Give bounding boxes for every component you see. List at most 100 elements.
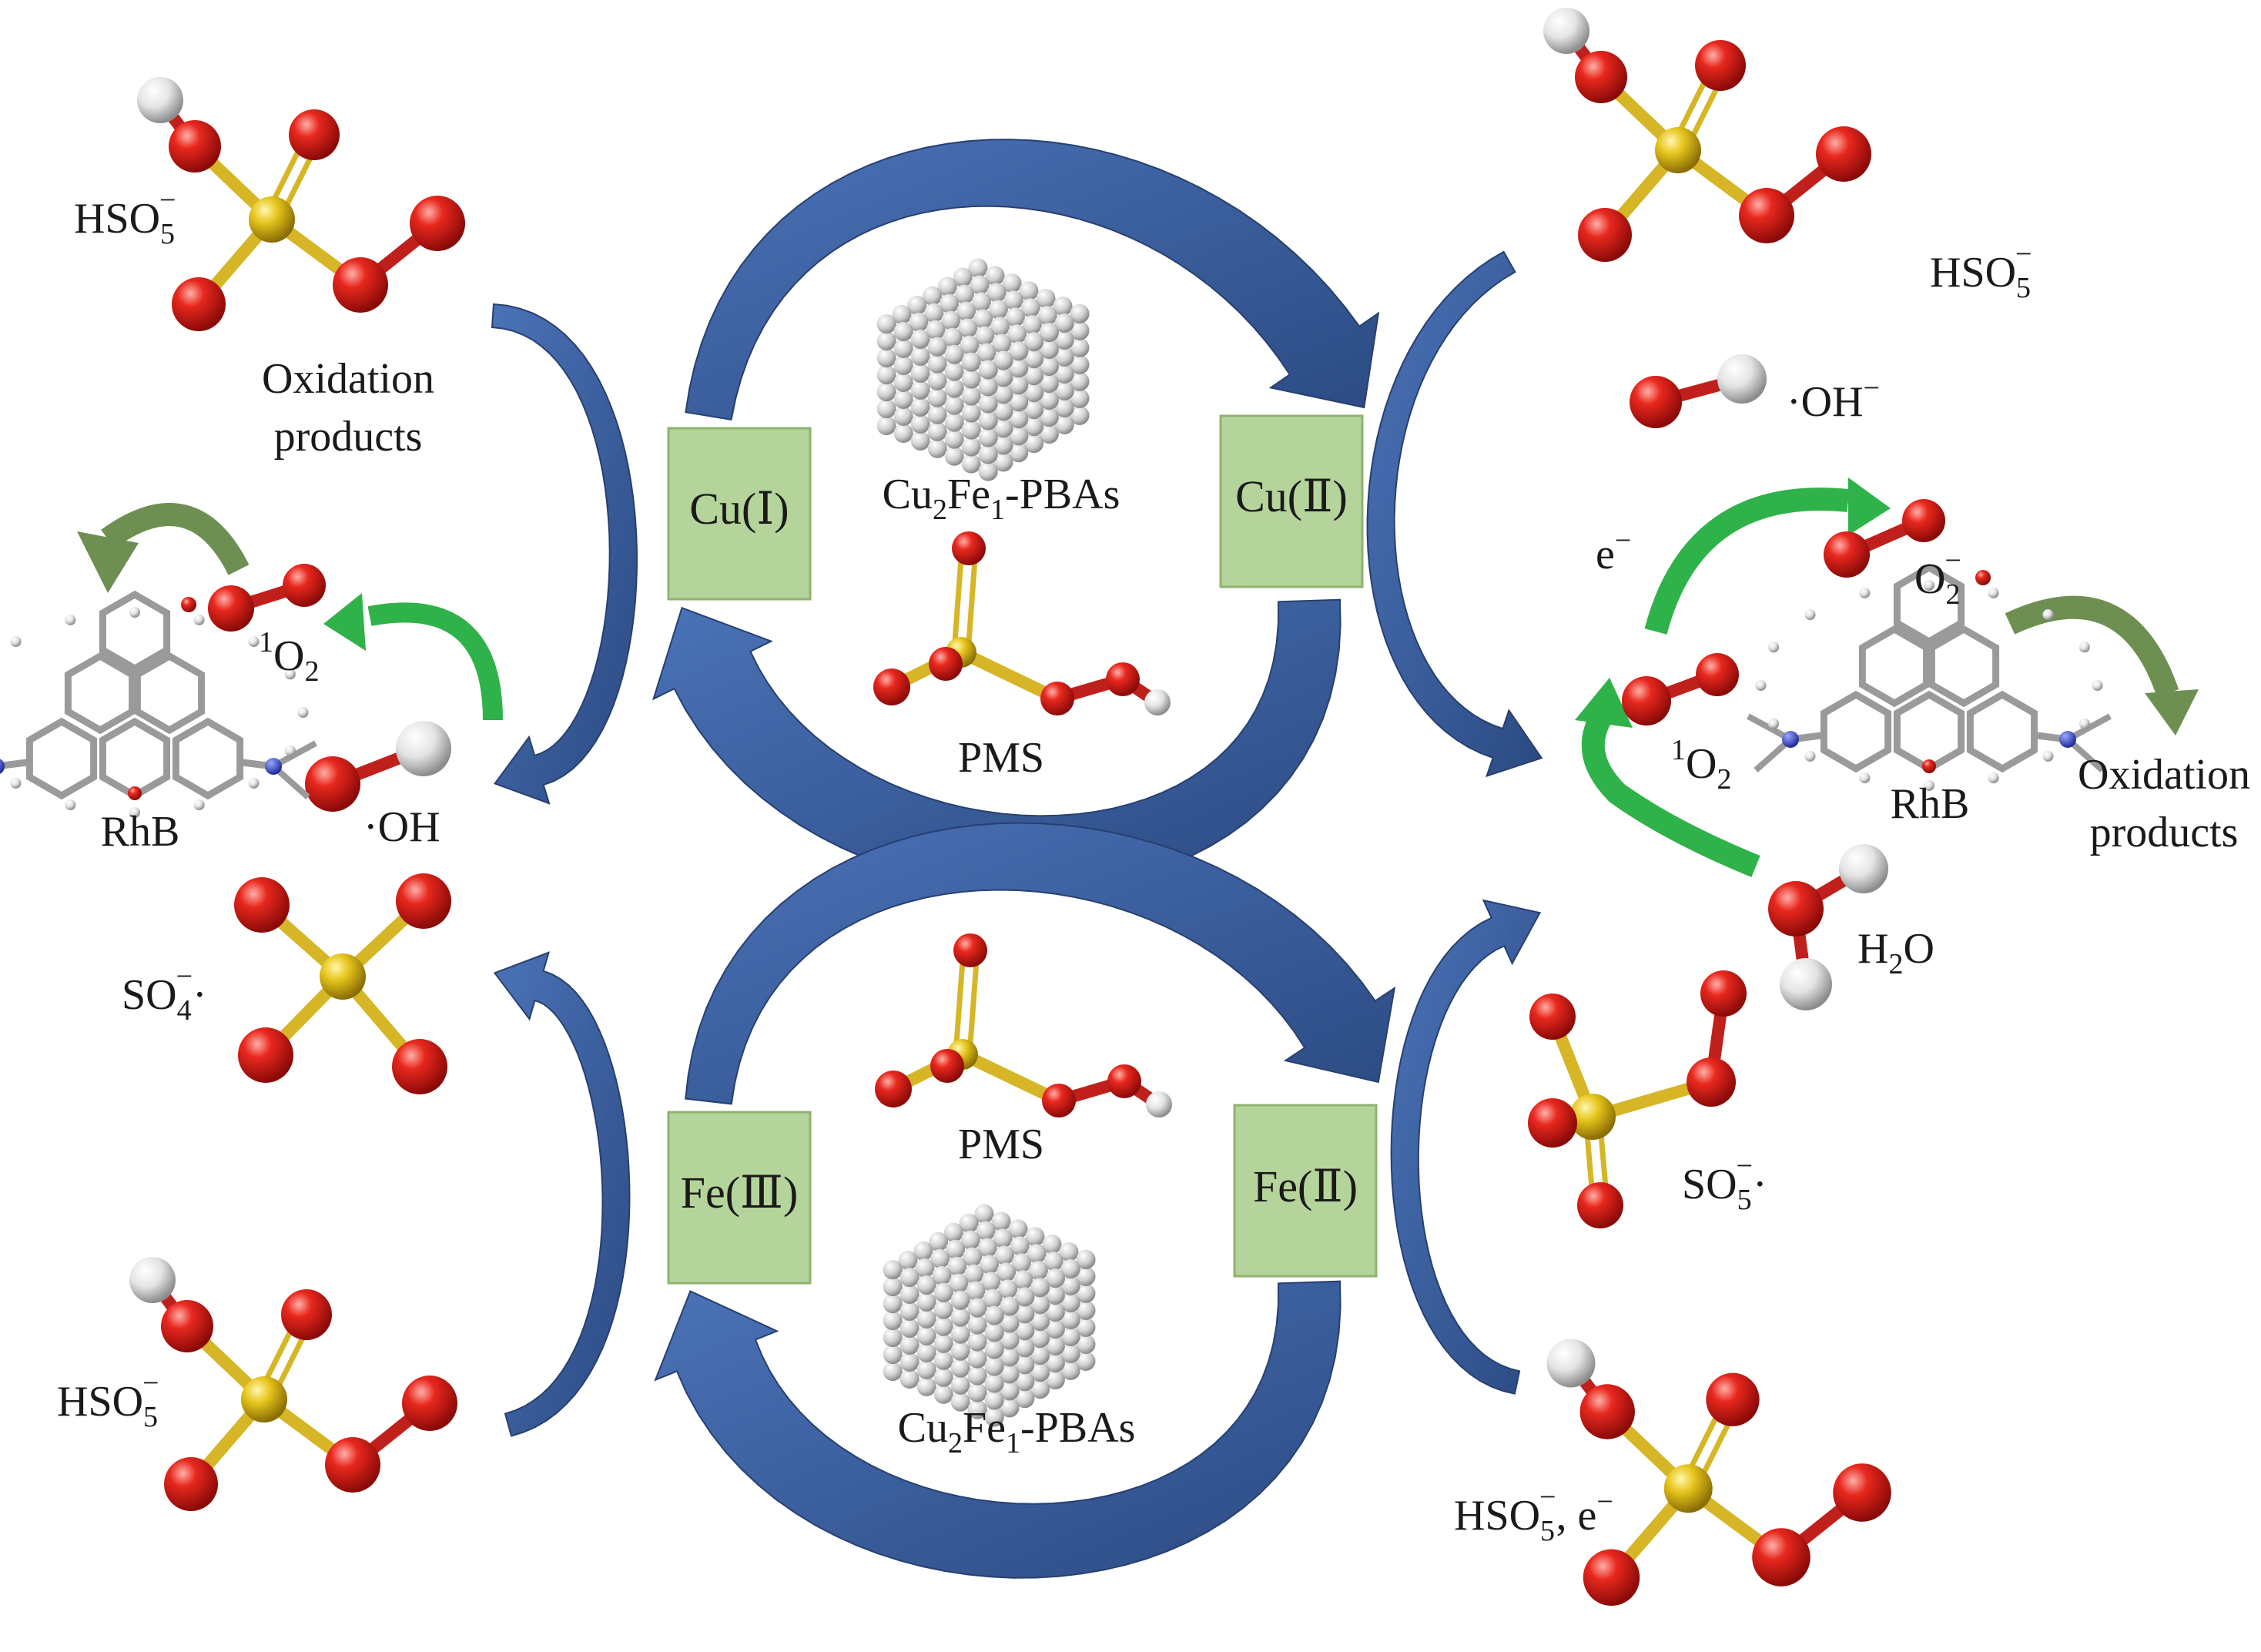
hydrogen-atom	[137, 77, 183, 123]
lattice-sphere	[1027, 1244, 1047, 1264]
lattice-sphere	[944, 378, 964, 398]
oxygen-atom	[1824, 531, 1870, 578]
lattice-sphere	[883, 1362, 903, 1382]
lattice-sphere	[1039, 390, 1059, 410]
arrow-1o2-to-rhb-left-head	[77, 531, 139, 593]
oxygen-atom	[333, 257, 388, 313]
lattice-sphere	[1005, 307, 1025, 327]
oxygen-atom	[1042, 1084, 1076, 1118]
hydrogen-atom	[1924, 780, 1934, 791]
lattice-sphere	[967, 1349, 987, 1369]
hydrogen-atom	[65, 799, 76, 811]
lattice-sphere	[933, 1299, 953, 1319]
hydrogen-atom	[1546, 1339, 1596, 1388]
lattice-sphere	[1024, 349, 1044, 369]
cu2-label: Cu(Ⅱ)	[1235, 471, 1348, 521]
lattice-sphere	[1009, 375, 1029, 395]
hso5-label-left-bottom: HSO5−	[57, 1367, 159, 1433]
cu1-label: Cu(Ⅰ)	[689, 484, 789, 534]
lattice-sphere	[1009, 392, 1029, 412]
lattice-sphere	[1053, 297, 1073, 316]
oxygen-atom	[929, 647, 963, 681]
lattice-sphere	[1024, 434, 1044, 454]
lattice-sphere	[976, 1221, 996, 1241]
lattice-sphere	[876, 382, 896, 402]
lattice-sphere	[1024, 400, 1044, 420]
lattice-sphere	[1070, 320, 1090, 340]
lattice-sphere	[1060, 1361, 1080, 1380]
nitrogen-atom	[0, 759, 5, 774]
carbon-ring	[1893, 690, 1965, 773]
lattice-sphere	[1024, 366, 1044, 386]
lattice-sphere	[1000, 1398, 1020, 1418]
pms-molecule-top	[873, 531, 1171, 715]
oxygen-atom	[1833, 1463, 1891, 1522]
lattice-sphere	[1070, 405, 1090, 425]
rhb-molecule-left	[0, 590, 317, 818]
singlet-oxygen-molecule-right	[1622, 653, 1739, 725]
lattice-sphere	[916, 1292, 936, 1312]
lattice-sphere	[944, 412, 964, 432]
lattice-sphere	[970, 275, 990, 295]
lattice-sphere	[1002, 273, 1022, 293]
oxygen-atom	[1816, 126, 1871, 182]
lattice-sphere	[967, 1382, 987, 1402]
singlet-oxygen-label-left: 1O2	[259, 626, 319, 688]
lattice-sphere	[1019, 281, 1039, 301]
lattice-sphere	[883, 1277, 903, 1297]
lattice-sphere	[967, 1298, 987, 1318]
lattice-sphere	[893, 424, 913, 443]
lattice-sphere	[961, 403, 981, 423]
singlet-oxygen-label-right: 1O2	[1671, 734, 1731, 796]
oxygen-atom	[325, 1437, 380, 1493]
hydrogen-atom	[2042, 609, 2054, 621]
hydrogen-atom	[1804, 609, 1816, 621]
carbon-ring	[25, 717, 98, 800]
oxygen-atom	[1706, 1372, 1760, 1426]
oxygen-atom	[1739, 188, 1794, 243]
water-molecule-right	[1768, 844, 1888, 1010]
catalyst-cube-top	[876, 258, 1090, 481]
hso5-molecule-left-bottom	[129, 1257, 457, 1511]
lattice-sphere	[1013, 1270, 1033, 1290]
lattice-sphere	[893, 373, 913, 392]
bond	[956, 1048, 1065, 1107]
lattice-sphere	[1009, 341, 1029, 361]
arrow-cu1-to-cu2	[685, 139, 1380, 421]
pms-label-top: PMS	[958, 734, 1044, 782]
lattice-sphere	[1030, 1345, 1050, 1365]
lattice-sphere	[967, 1365, 987, 1386]
lattice-sphere	[927, 421, 947, 441]
nitrogen-atom	[2059, 731, 2076, 748]
lattice-sphere	[984, 1407, 1004, 1427]
lattice-sphere	[1000, 1381, 1020, 1401]
lattice-sphere	[910, 431, 930, 451]
arrow-right-hso5-to-1o2	[1366, 250, 1543, 778]
oxygen-atom	[1752, 1528, 1810, 1587]
lattice-sphere	[1009, 426, 1029, 446]
lattice-sphere	[1060, 1293, 1080, 1312]
hydrogen-atom	[10, 777, 22, 789]
oxygen-atom	[234, 877, 290, 933]
lattice-sphere	[1030, 1278, 1050, 1298]
lattice-sphere	[893, 390, 913, 409]
hydrogen-atom	[1768, 642, 1780, 653]
oxygen-atom	[1700, 970, 1747, 1017]
lattice-sphere	[933, 1333, 953, 1353]
carbon-ring	[99, 717, 171, 800]
lattice-sphere	[973, 309, 993, 329]
catalyst-label-top: Cu2Fe1-PBAs	[883, 471, 1120, 526]
carbon-ring	[1966, 690, 2038, 773]
oxygen-atom	[1622, 676, 1671, 725]
arrow-h2o-to-1o2-shaft	[1581, 710, 1760, 877]
lattice-sphere	[950, 1324, 970, 1344]
lattice-sphere	[978, 427, 998, 447]
hydrogen-atom	[284, 669, 296, 680]
hydrogen-atom	[297, 707, 309, 718]
lattice-sphere	[944, 361, 964, 381]
hydrogen-atom	[1859, 587, 1871, 598]
lattice-sphere	[893, 356, 913, 375]
oxygen-atom	[1529, 994, 1576, 1040]
lattice-sphere	[993, 435, 1013, 455]
lattice-sphere	[898, 1251, 918, 1270]
